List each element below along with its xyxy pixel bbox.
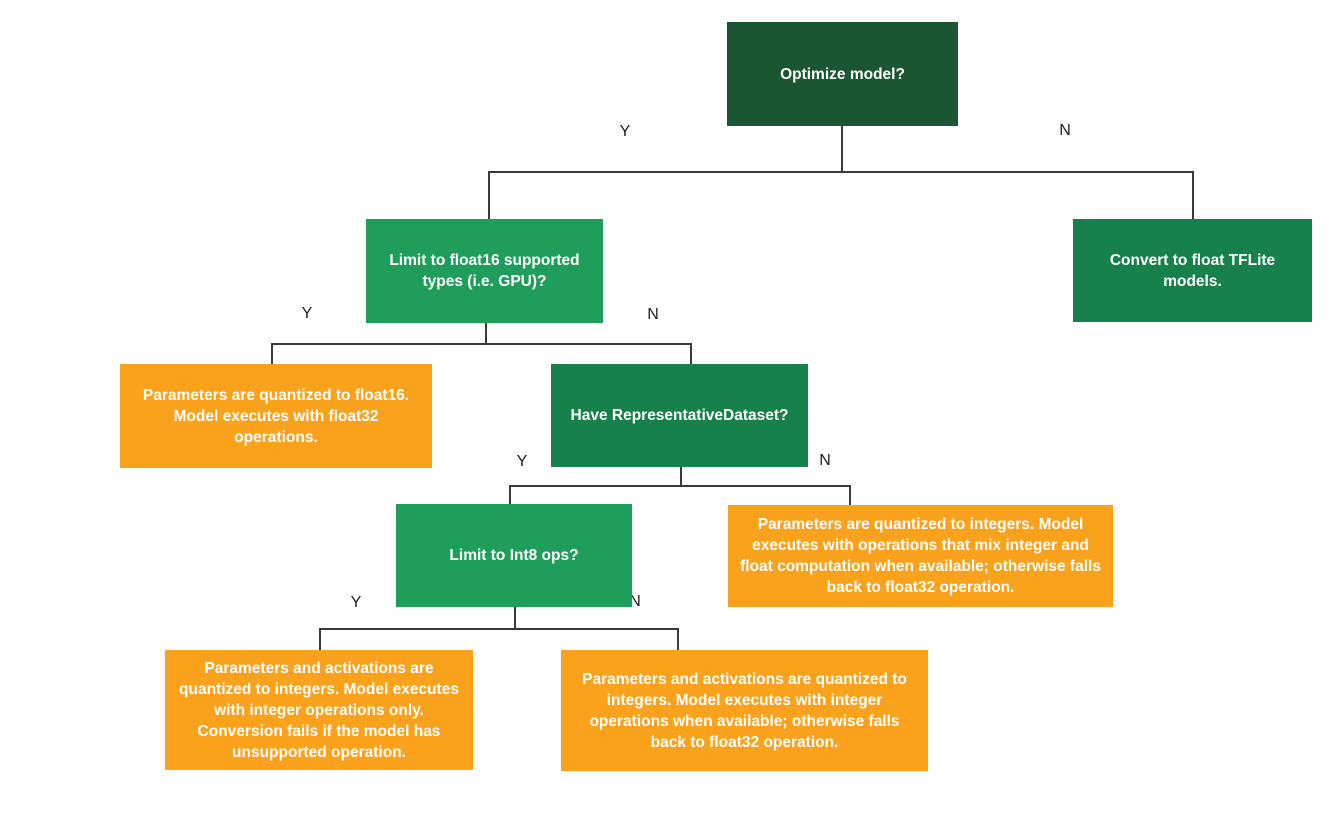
connector-line xyxy=(319,628,321,650)
node-representative-dataset-question: Have RepresentativeDataset? xyxy=(551,364,808,467)
branch-label-float16-no: N xyxy=(647,306,659,323)
branch-label-repdataset-no: N xyxy=(819,452,831,469)
branch-label-float16-yes: Y xyxy=(301,305,313,322)
connector-line xyxy=(488,171,490,219)
branch-label-int8-no: N xyxy=(629,593,641,610)
connector-line xyxy=(514,607,516,628)
connector-line xyxy=(690,343,692,364)
connector-line xyxy=(319,628,677,630)
connector-line xyxy=(509,485,850,487)
connector-line xyxy=(485,323,487,343)
connector-line xyxy=(849,485,851,505)
node-int8-fallback-result: Parameters and activations are quantized… xyxy=(561,650,928,771)
node-optimize-model: Optimize model? xyxy=(727,22,958,126)
connector-line xyxy=(271,343,273,364)
node-int8-only-result: Parameters and activations are quantized… xyxy=(165,650,473,770)
node-convert-float-tflite: Convert to float TFLite models. xyxy=(1073,219,1312,322)
connector-line xyxy=(680,467,682,485)
node-limit-int8-question: Limit to Int8 ops? xyxy=(396,504,632,607)
connector-line xyxy=(271,343,691,345)
connector-line xyxy=(488,171,1193,173)
branch-label-optimize-yes: Y xyxy=(619,123,631,140)
node-limit-float16-question: Limit to float16 supported types (i.e. G… xyxy=(366,219,603,323)
branch-label-optimize-no: N xyxy=(1059,122,1071,139)
connector-line xyxy=(677,628,679,650)
connector-line xyxy=(1192,171,1194,219)
node-mixed-int-float-result: Parameters are quantized to integers. Mo… xyxy=(728,505,1113,607)
branch-label-int8-yes: Y xyxy=(350,594,362,611)
connector-line xyxy=(841,126,843,171)
connector-line xyxy=(509,485,511,504)
branch-label-repdataset-yes: Y xyxy=(516,453,528,470)
node-float16-result: Parameters are quantized to float16. Mod… xyxy=(120,364,432,468)
